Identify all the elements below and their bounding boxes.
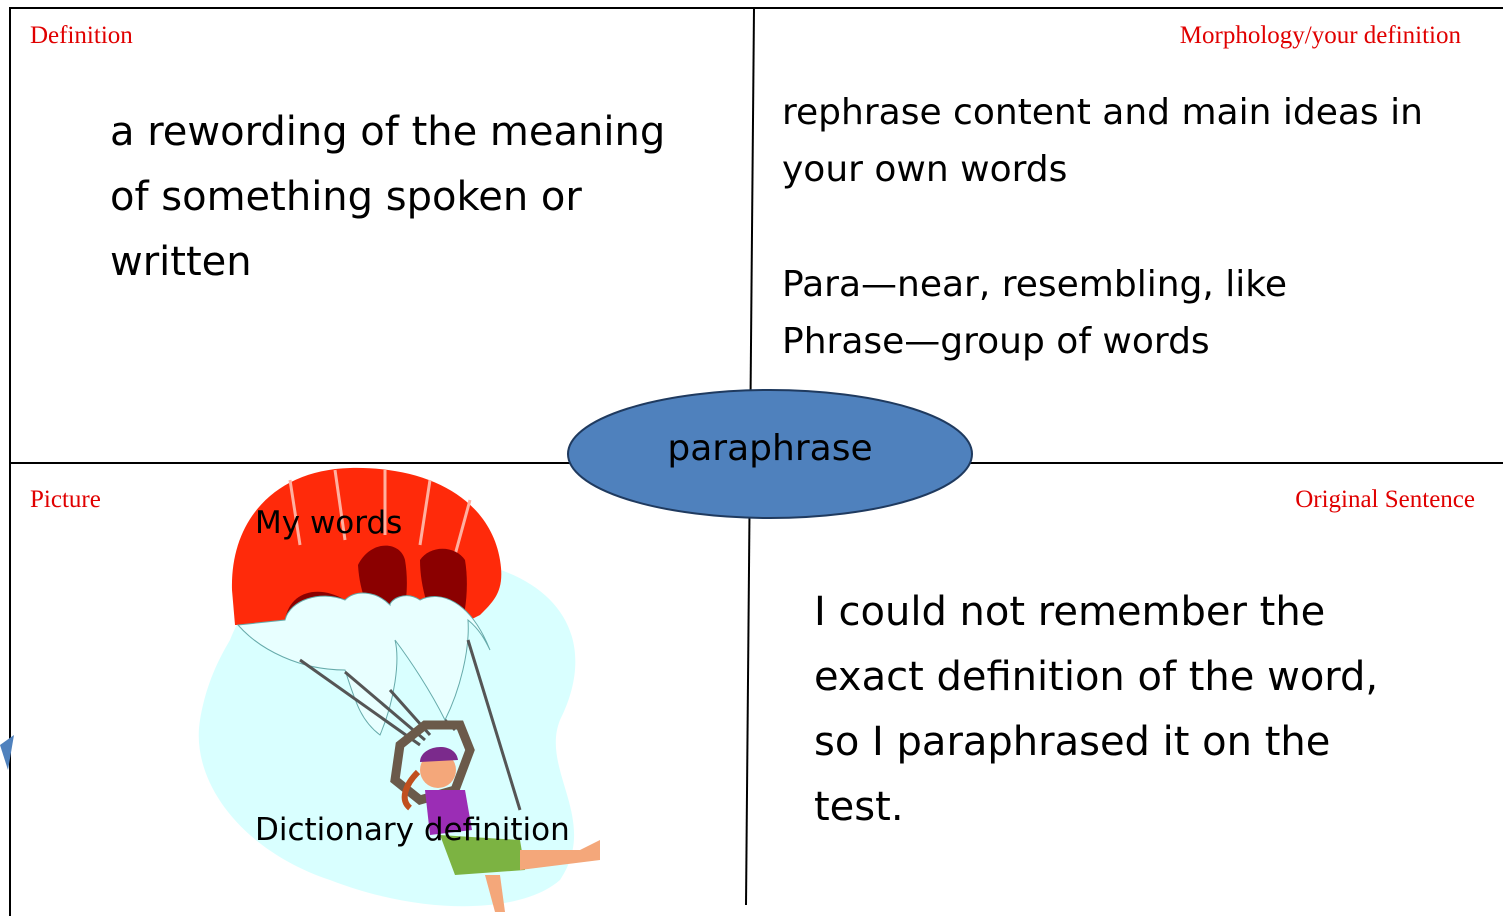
center-ellipse: [567, 389, 973, 519]
definition-text: a rewording of the meaning of something …: [110, 109, 666, 285]
caption-dictionary-definition: Dictionary definition: [255, 812, 570, 848]
outer-border: [9, 7, 1503, 916]
morphology-label: Morphology/your definition: [1179, 22, 1461, 49]
original-sentence-label: Original Sentence: [1295, 486, 1475, 513]
original-sentence-text: I could not remember the exact definitio…: [814, 589, 1379, 830]
morphology-roots: Para—near, resembling, like Phrase—group…: [782, 264, 1287, 362]
morphology-text: rephrase content and main ideas in your …: [782, 92, 1423, 190]
caption-my-words: My words: [255, 505, 403, 541]
picture-label: Picture: [30, 486, 101, 513]
arrow-fragment-icon: [0, 735, 14, 770]
center-word: paraphrase: [667, 428, 873, 469]
parachutist-icon: [198, 467, 600, 912]
definition-label: Definition: [30, 22, 133, 49]
